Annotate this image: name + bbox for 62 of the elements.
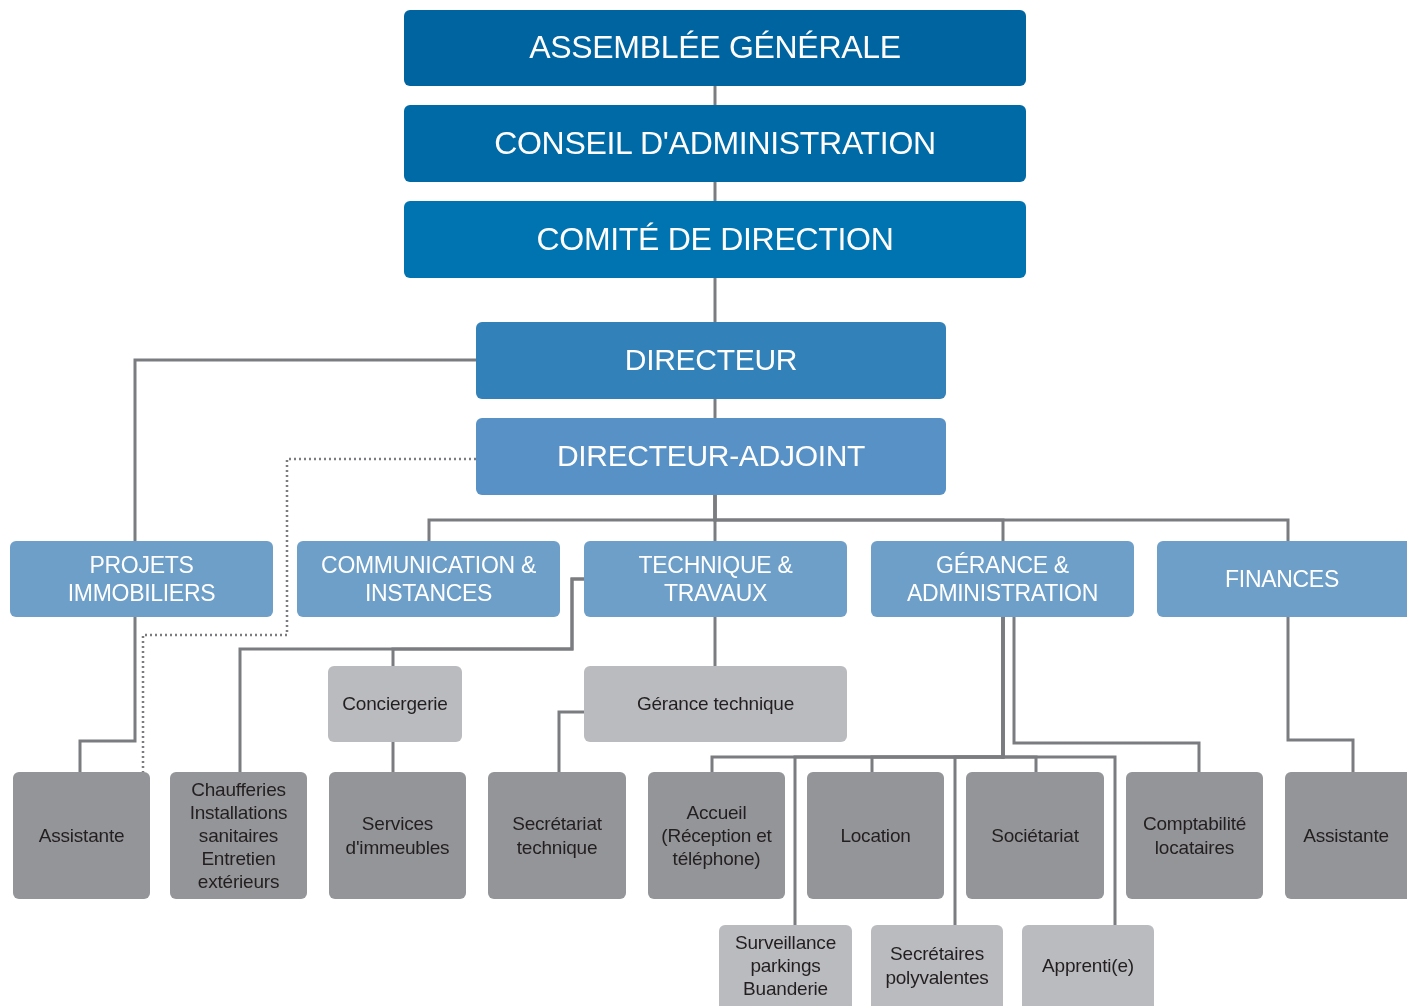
org-box xyxy=(404,201,1026,278)
org-box xyxy=(871,925,1003,1006)
box-label: Assistante xyxy=(37,823,126,848)
box-label: Sociétariat xyxy=(990,823,1080,848)
org-box xyxy=(476,322,946,399)
org-box xyxy=(966,772,1104,899)
connector-line xyxy=(713,399,717,418)
org-box xyxy=(10,541,273,617)
org-box xyxy=(719,925,852,1006)
org-box xyxy=(476,418,946,495)
org-box xyxy=(1126,772,1263,899)
org-box xyxy=(584,666,847,742)
box-label: COMITÉ DE DIRECTION xyxy=(535,220,895,259)
dotted-connector xyxy=(141,457,476,772)
connector-line xyxy=(391,742,395,772)
box-label: Assistante xyxy=(1302,823,1390,848)
connector-line xyxy=(713,495,1290,541)
connector-line xyxy=(1012,617,1201,772)
connector-line xyxy=(713,182,717,201)
connector-line xyxy=(713,86,717,105)
box-label: Secrétariat technique xyxy=(511,812,603,859)
org-box xyxy=(170,772,307,899)
org-box xyxy=(404,10,1026,86)
connector-line xyxy=(78,617,137,772)
org-box xyxy=(648,772,785,899)
connector-line xyxy=(713,617,717,666)
connector-line xyxy=(557,710,584,772)
box-label: PROJETS IMMOBILIERS xyxy=(66,550,217,608)
box-label: Location xyxy=(839,823,912,848)
org-box xyxy=(488,772,626,899)
box-label: DIRECTEUR xyxy=(623,342,799,379)
box-label: Secrétaires polyvalentes xyxy=(884,942,990,989)
box-label: Conciergerie xyxy=(341,692,449,716)
org-box xyxy=(1022,925,1154,1006)
box-label: Gérance technique xyxy=(635,692,796,716)
org-box xyxy=(297,541,560,617)
org-box xyxy=(807,772,944,899)
org-box xyxy=(328,666,462,742)
org-box xyxy=(404,105,1026,182)
box-label: TECHNIQUE & TRAVAUX xyxy=(637,550,794,608)
box-label: FINANCES xyxy=(1224,564,1340,593)
box-label: DIRECTEUR-ADJOINT xyxy=(555,438,867,475)
org-box xyxy=(871,541,1134,617)
org-box xyxy=(1285,772,1407,899)
org-box xyxy=(584,541,847,617)
connector-line xyxy=(133,358,476,541)
box-label: Surveillance parkings Buanderie xyxy=(733,930,838,1001)
connector-line xyxy=(713,278,717,322)
box-label: CONSEIL D'ADMINISTRATION xyxy=(493,124,937,163)
box-label: GÉRANCE & ADMINISTRATION xyxy=(906,550,1099,608)
box-label: Apprenti(e) xyxy=(1041,953,1135,978)
connector-line xyxy=(391,577,584,666)
box-label: Comptabilité locataires xyxy=(1141,812,1248,859)
box-label: Services d'immeubles xyxy=(344,812,451,859)
org-box xyxy=(1157,541,1407,617)
org-box xyxy=(329,772,466,899)
box-label: COMMUNICATION & INSTANCES xyxy=(320,550,537,608)
box-label: Accueil (Réception et téléphone) xyxy=(660,800,773,871)
connector-line xyxy=(1286,617,1355,772)
org-box xyxy=(13,772,150,899)
box-label: Chaufferies Installations sanitaires Entretien extérieurs xyxy=(188,777,289,894)
box-label: ASSEMBLÉE GÉNÉRALE xyxy=(528,28,902,68)
